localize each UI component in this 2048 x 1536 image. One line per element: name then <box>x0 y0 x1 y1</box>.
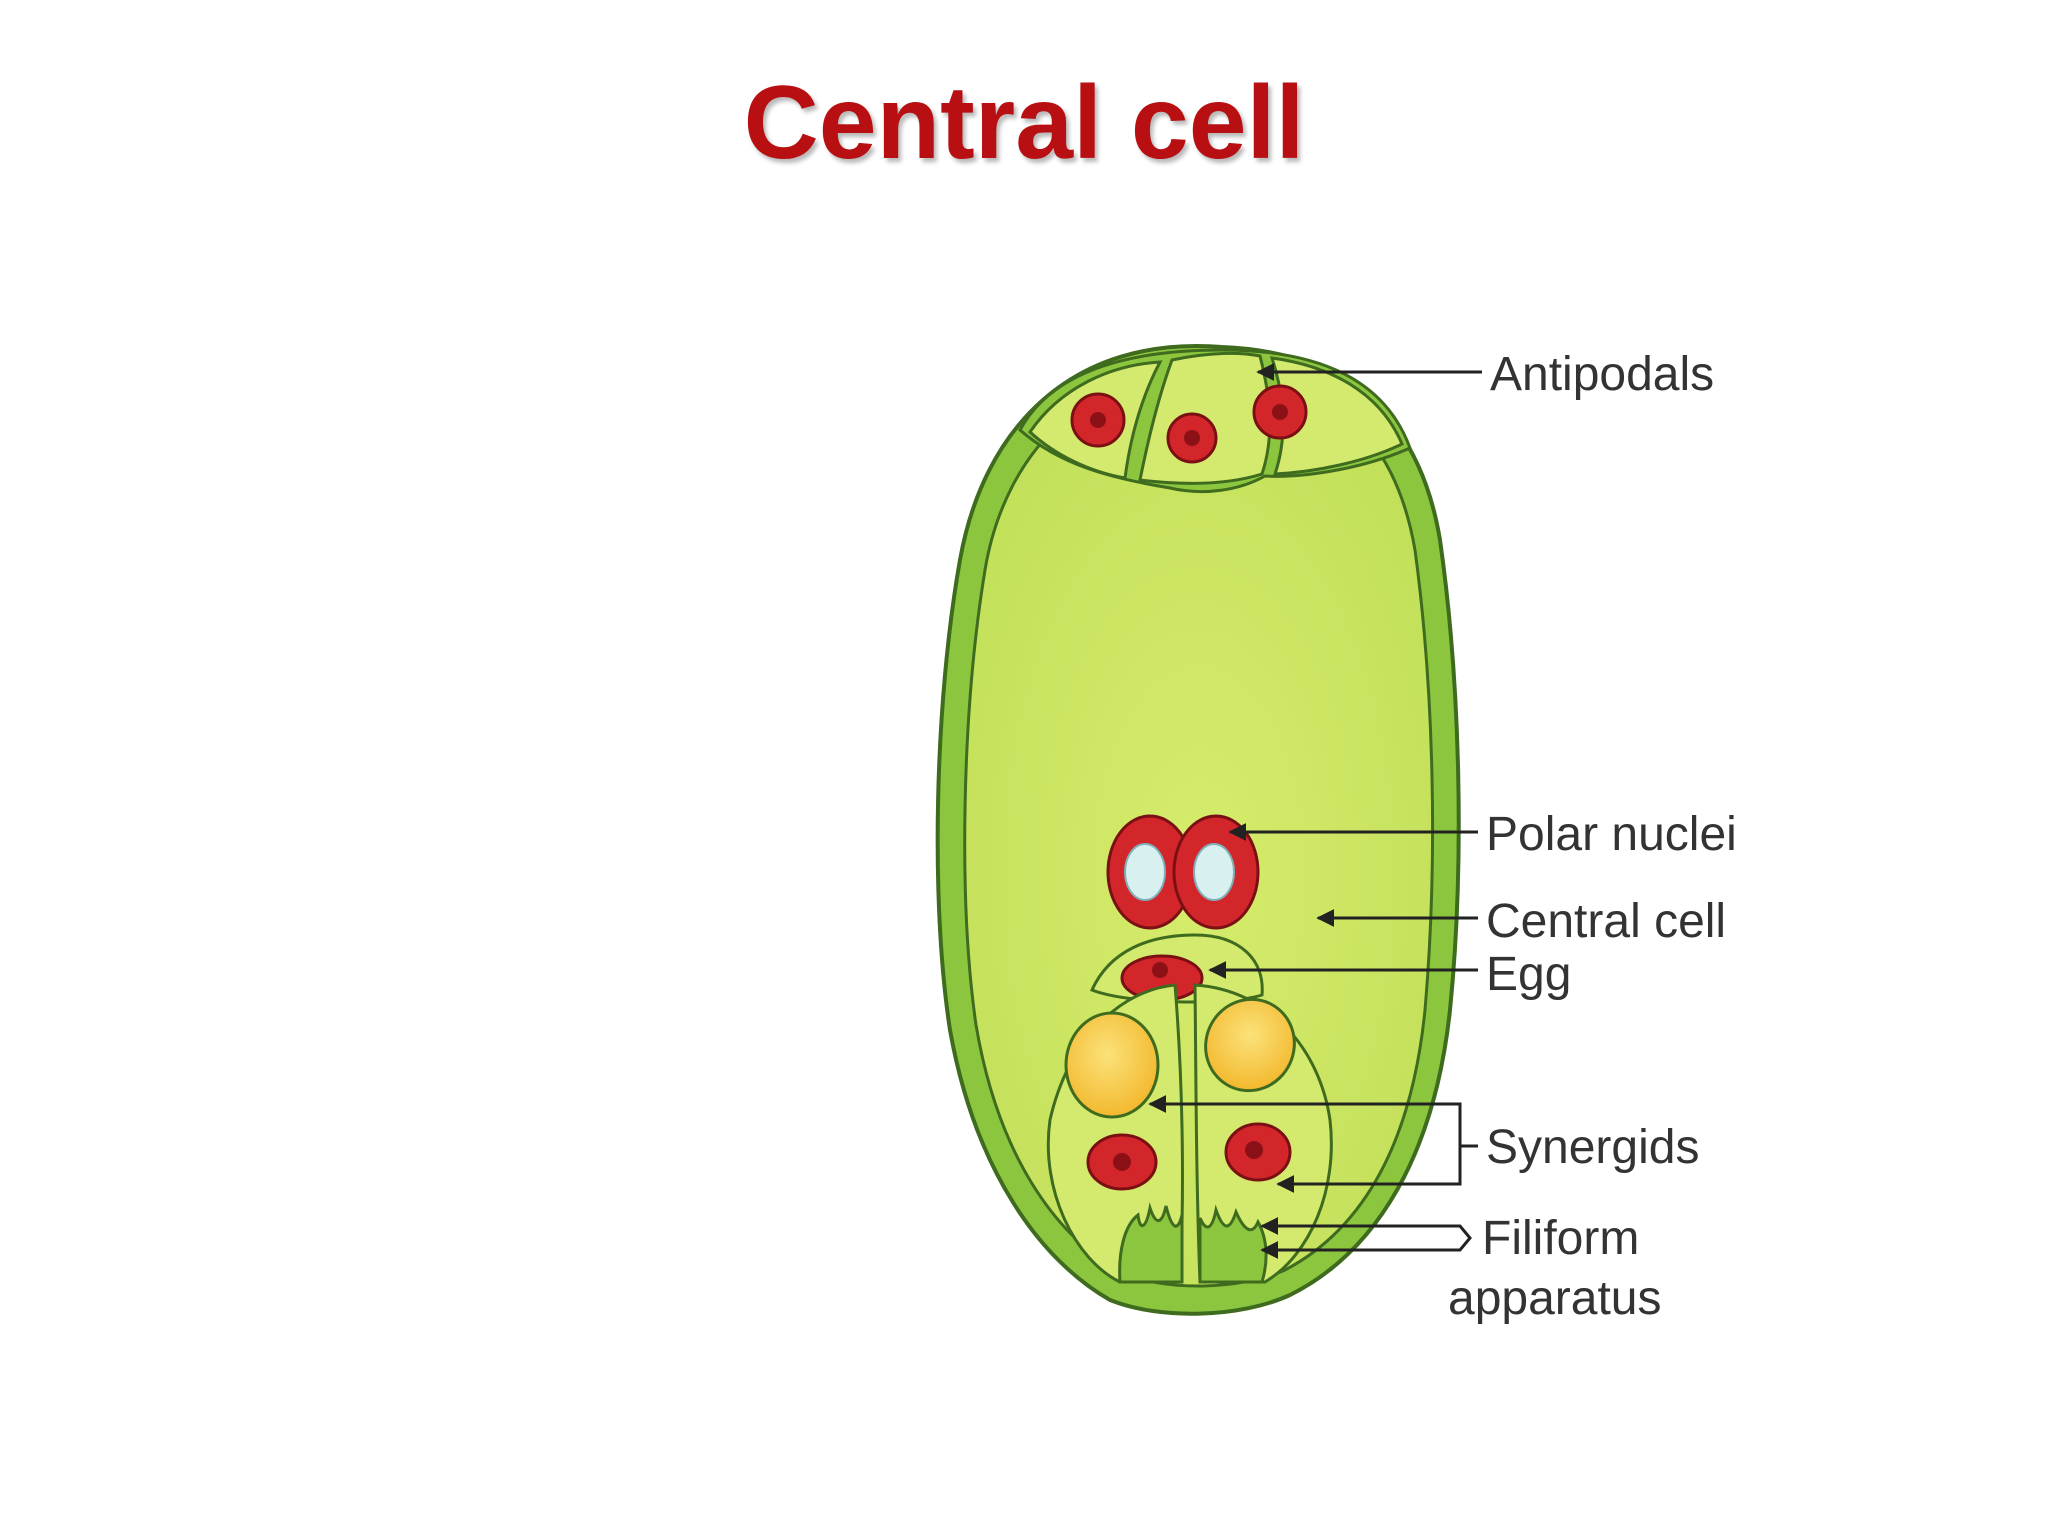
bracket-synergids <box>1160 1102 1462 1193</box>
label-polar-nuclei: Polar nuclei <box>1486 808 1737 861</box>
polar-nucleolus-right <box>1193 843 1235 901</box>
synergid-vacuole-right <box>1204 997 1296 1093</box>
label-filiform-line1: Filiform <box>1482 1212 1639 1265</box>
filiform-apparatus-left <box>1118 1202 1184 1284</box>
bracket-filiform <box>1270 1224 1472 1252</box>
synergid-vacuole-left <box>1064 1011 1160 1119</box>
polar-nucleolus-left <box>1124 843 1166 901</box>
slide-title: Central cell <box>743 65 1305 181</box>
synergid-nucleolus-left <box>1113 1153 1131 1171</box>
label-synergids: Synergids <box>1486 1121 1699 1174</box>
egg-nucleolus <box>1152 962 1168 978</box>
antipodal-nucleolus-2 <box>1184 430 1200 446</box>
label-egg: Egg <box>1486 948 1571 1001</box>
label-filiform-line2: apparatus <box>1448 1272 1662 1325</box>
antipodal-nucleolus-1 <box>1090 412 1106 428</box>
synergid-nucleolus-right <box>1245 1141 1263 1159</box>
label-central-cell: Central cell <box>1486 895 1726 948</box>
label-antipodals: Antipodals <box>1490 348 1714 401</box>
antipodal-nucleolus-3 <box>1272 404 1288 420</box>
